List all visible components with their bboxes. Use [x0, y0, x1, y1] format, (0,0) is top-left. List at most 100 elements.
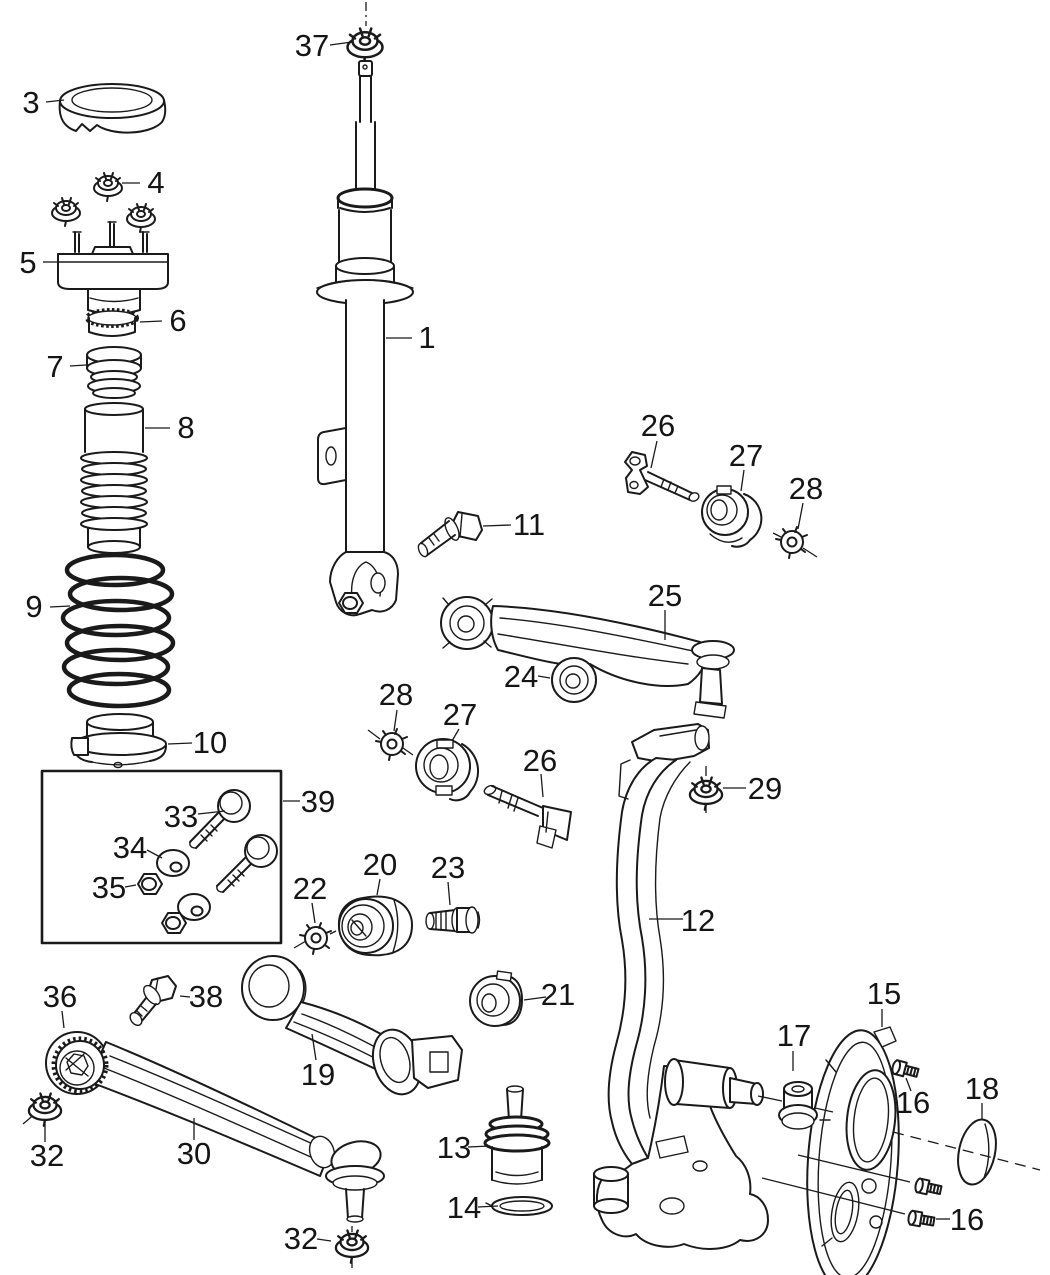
- part-coil-spring: [60, 552, 176, 709]
- leader-line: [311, 1033, 317, 1061]
- part-washers-34: [156, 849, 211, 921]
- part-knuckle: [593, 723, 769, 1250]
- callout-39: 39: [283, 784, 335, 819]
- callout-37: 37: [295, 28, 353, 63]
- callout-33: 33: [164, 799, 226, 834]
- part-bolt-23: [425, 906, 481, 934]
- part-strut: [316, 60, 414, 617]
- callout-15-label: 15: [867, 976, 901, 1011]
- leader-line: [650, 440, 658, 469]
- callout-32-left-label: 32: [30, 1138, 64, 1173]
- callout-22: 22: [293, 871, 327, 924]
- callout-34: 34: [113, 830, 163, 865]
- callout-7-label: 7: [46, 349, 63, 384]
- callout-36: 36: [43, 979, 77, 1029]
- callout-35: 35: [92, 870, 137, 905]
- callout-25-label: 25: [648, 578, 682, 613]
- part-mount-bearing: [85, 308, 139, 337]
- part-hub-nut-17: [778, 1081, 818, 1130]
- callout-30: 30: [177, 1118, 211, 1171]
- callout-22-label: 22: [293, 871, 327, 906]
- part-bolt-26-mid: [483, 784, 572, 849]
- callout-28-upper: 28: [789, 471, 823, 530]
- callout-24: 24: [504, 659, 551, 694]
- callout-39-label: 39: [301, 784, 335, 819]
- callout-27-mid: 27: [443, 697, 477, 742]
- callout-9-label: 9: [25, 589, 42, 624]
- callout-21: 21: [523, 977, 575, 1012]
- part-lower-control-arm-front: [241, 955, 463, 1096]
- leader-line: [316, 1238, 332, 1242]
- callout-35-label: 35: [92, 870, 126, 905]
- callout-11: 11: [482, 507, 545, 542]
- part-bolt-11: [417, 511, 483, 558]
- part-clip-28-upper: [772, 526, 818, 559]
- leader-line: [797, 502, 804, 530]
- callout-5: 5: [19, 245, 58, 280]
- leader-line: [197, 810, 226, 815]
- leader-line: [69, 364, 87, 367]
- callout-8-label: 8: [177, 410, 194, 445]
- callout-16-upper-label: 16: [896, 1085, 930, 1120]
- leader-line: [740, 469, 745, 492]
- callout-26-upper-label: 26: [641, 408, 675, 443]
- callout-4: 4: [122, 165, 165, 200]
- part-strut-rod-nut: [346, 2, 384, 65]
- callout-27-mid-label: 27: [443, 697, 477, 732]
- part-nut-22: [293, 922, 337, 955]
- callout-28-mid: 28: [379, 677, 413, 732]
- part-bolt-38: [129, 975, 177, 1027]
- callout-28-mid-label: 28: [379, 677, 413, 712]
- part-bushing-21: [469, 970, 523, 1027]
- part-nut-32-bottom: [334, 1226, 370, 1268]
- callout-29-label: 29: [748, 771, 782, 806]
- part-mount-27-upper: [701, 485, 763, 548]
- part-ball-joint-13: [483, 1085, 551, 1185]
- callout-14: 14: [447, 1190, 499, 1225]
- leader-line: [447, 881, 451, 906]
- callout-13-label: 13: [437, 1130, 471, 1165]
- callout-18-label: 18: [965, 1071, 999, 1106]
- leader-line: [477, 1205, 499, 1208]
- callout-36-label: 36: [43, 979, 77, 1014]
- part-strut-mount: [57, 221, 169, 315]
- leader-line: [523, 996, 547, 1001]
- leader-line: [311, 902, 316, 924]
- callout-17-label: 17: [777, 1018, 811, 1053]
- callout-5-label: 5: [19, 245, 36, 280]
- part-mount-cap: [58, 83, 167, 134]
- callout-3: 3: [22, 85, 65, 120]
- callout-21-label: 21: [541, 977, 575, 1012]
- callout-10: 10: [167, 725, 227, 760]
- leader-line: [61, 1010, 65, 1029]
- callout-6-label: 6: [169, 303, 186, 338]
- leader-line: [167, 742, 193, 745]
- callout-25: 25: [648, 578, 682, 640]
- leader-line: [393, 709, 398, 732]
- callout-3-label: 3: [22, 85, 39, 120]
- leader-line: [451, 728, 460, 742]
- callout-28-upper-label: 28: [789, 471, 823, 506]
- callout-16-lower: 16: [936, 1202, 984, 1237]
- callout-12-label: 12: [681, 903, 715, 938]
- part-link-26-upper: [624, 451, 700, 502]
- callout-16-upper: 16: [896, 1077, 930, 1120]
- callout-6: 6: [139, 303, 187, 338]
- callout-26-upper: 26: [641, 408, 675, 469]
- callout-19: 19: [301, 1033, 335, 1092]
- callout-12: 12: [649, 903, 715, 938]
- leader-line: [905, 1077, 912, 1092]
- part-jounce-bumper: [86, 346, 142, 399]
- part-upper-control-arm: [440, 596, 735, 719]
- callout-24-label: 24: [504, 659, 538, 694]
- part-spring-seat: [70, 713, 167, 769]
- callout-26-mid: 26: [523, 743, 557, 798]
- callout-32-bottom-label: 32: [284, 1221, 318, 1256]
- callout-30-label: 30: [177, 1136, 211, 1171]
- leader-line: [329, 41, 353, 46]
- part-bushing-20: [337, 895, 413, 957]
- leader-line: [467, 1145, 491, 1148]
- callout-4-label: 4: [147, 165, 164, 200]
- callouts-layer: 37 3 4 5 6 7 8 1 9 10 11 26 27 28 25 24 …: [19, 28, 999, 1256]
